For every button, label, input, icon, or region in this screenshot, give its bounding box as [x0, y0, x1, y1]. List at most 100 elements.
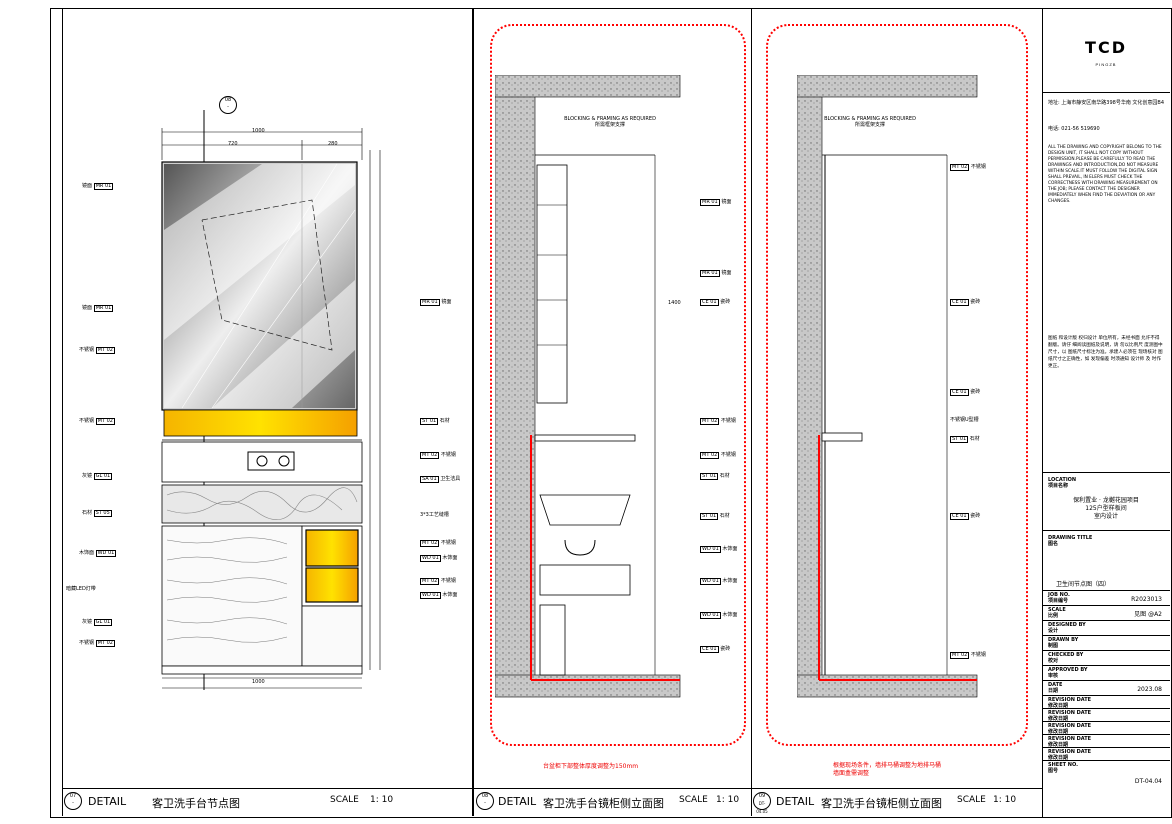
panel-2-dim: 1400: [668, 300, 681, 306]
scale-label: SCALE: [330, 795, 359, 805]
label-left: 不锈钢 MT 02: [79, 418, 115, 425]
panel-1: [62, 8, 474, 816]
scale-label: SCALE: [679, 795, 708, 805]
detail-label: DETAIL: [88, 795, 127, 808]
label-left: 木饰面 WD 01: [79, 550, 117, 557]
label-right: MT 02 不锈钢: [420, 578, 456, 585]
blocking-sub: 所需框架支撑: [854, 122, 885, 128]
dim-total-top: 1000: [252, 128, 265, 134]
logo-area: TCD PINGZB: [1042, 8, 1170, 93]
blocking-note-3: BLOCKING & FRAMING AS REQUIRED 所需框架支撑: [820, 116, 920, 128]
marker-sheet: -: [72, 800, 74, 806]
drawing-title-section: DRAWING TITLE 图名 卫生间节点图（四）: [1042, 530, 1170, 591]
panel-3-redline-cloud: [766, 24, 1028, 746]
label-right: ST 01 石材: [700, 473, 730, 480]
caption-marker[interactable]: 07-: [64, 792, 82, 810]
dim-bottom-total: 1000: [252, 679, 265, 685]
label-right: 不锈钢U型槽: [950, 417, 979, 423]
label-left: 不锈钢 MT 02: [79, 347, 115, 354]
label-right: WD 01 木饰面: [420, 555, 458, 562]
drawing-title: 卫生间节点图（四）: [1056, 581, 1111, 588]
label-right: WD 01 木饰面: [700, 546, 738, 553]
panel-1-drawing: [161, 110, 381, 690]
label-right: MR 01 镜面: [700, 199, 732, 206]
label-right: WD 01 木饰面: [700, 612, 738, 619]
company-logo-sub: PINGZB: [1095, 62, 1117, 67]
panel-2-drawing: [495, 75, 681, 698]
label-left: 石材 ST 05: [82, 510, 112, 517]
label-right: ST 01 石材: [700, 513, 730, 520]
section-marker[interactable]: 08-: [219, 96, 237, 114]
label-right: MT 02 不锈钢: [420, 540, 456, 547]
label-right: 3*3工艺缝槽: [420, 512, 449, 518]
label-left: 灰镜 GL 01: [82, 619, 113, 626]
label-right: WD 01 木饰面: [420, 592, 458, 599]
blocking-title: BLOCKING & FRAMING AS REQUIRED: [824, 116, 916, 122]
label-right: MR 01 镜面: [700, 270, 732, 277]
detail-title: 客卫洗手台节点图: [152, 797, 240, 810]
marker-sheet: -: [484, 800, 486, 806]
drawing-title-label-cn: 图名: [1048, 541, 1059, 547]
panel-2-note: 台盆柜下部整体厚度调整为150mm: [543, 763, 639, 770]
detail-title: 客卫洗手台镜柜侧立面图: [821, 797, 942, 810]
panel-3-note-2: 墙面盒需调整: [833, 770, 870, 777]
caption-bar: [62, 788, 1042, 817]
marker-top-text: 08: [224, 97, 232, 103]
sheet-no: DT-04.04: [1134, 778, 1162, 785]
marker-sheet: DT-04.05: [756, 801, 768, 814]
label-right: MT 02 不锈钢: [700, 418, 736, 425]
label-left: 镜面 MR 01: [82, 305, 114, 312]
sheet-no-label: SHEET NO.: [1048, 762, 1078, 768]
label-right: WD 01 木饰面: [700, 578, 738, 585]
caption-marker[interactable]: 08-: [476, 792, 494, 810]
label-left: 不锈钢 MT 02: [79, 640, 115, 647]
marker-number: 07: [69, 793, 77, 799]
detail-label: DETAIL: [776, 795, 815, 808]
location-label: LOCATION: [1048, 477, 1077, 483]
label-right: MT 02 不锈钢: [950, 652, 986, 659]
copyright-en: ALL THE DRAWING AND COPYRIGHT BELONG TO …: [1048, 145, 1162, 204]
label-right: MT 02 不锈钢: [700, 452, 736, 459]
blocking-note-2: BLOCKING & FRAMING AS REQUIRED 所需框架支撑: [560, 116, 660, 128]
blocking-title: BLOCKING & FRAMING AS REQUIRED: [564, 116, 656, 122]
location-label-cn: 项目名称: [1048, 483, 1069, 489]
drawing-title-label: DRAWING TITLE: [1048, 535, 1093, 541]
panel-2: [472, 8, 752, 816]
address: 地址: 上海市静安区南华路398号华南 文化创意园B4: [1048, 100, 1165, 106]
copyright-cn: 图纸 和设计版 权归设计 单位所有，未经书面 允许不得翻版。请仔 细阅读图纸及说…: [1048, 336, 1163, 369]
label-right: CE 01 瓷砖: [950, 513, 981, 520]
location-section: LOCATION 项目名称 保利置业 · 龙樾花园项目 125户型样板间 室内设…: [1042, 472, 1170, 531]
scale-value: 1: 10: [370, 795, 394, 805]
scale-value: 1: 10: [993, 795, 1017, 805]
label-right: CE 01 瓷砖: [950, 299, 981, 306]
sheet-no-row: SHEET NO. 图号 DT-04.04: [1042, 760, 1170, 787]
label-left: 暗藏LED灯带: [66, 586, 96, 592]
project-name-2: 125户型样板间: [1085, 505, 1127, 512]
label-right: MR 01 镜面: [420, 299, 452, 306]
sheet-no-label-cn: 图号: [1048, 768, 1059, 774]
blocking-sub: 所需框架支撑: [594, 122, 625, 128]
detail-title: 客卫洗手台镜柜侧立面图: [543, 797, 664, 810]
panel-3-note-1: 根据现场条件，墙排马桶调整为地排马桶: [833, 762, 942, 769]
marker-bottom-text: -: [227, 104, 229, 110]
detail-label: DETAIL: [498, 795, 537, 808]
label-right: CE 01 瓷砖: [700, 299, 731, 306]
panel-2-redline-cloud: [490, 24, 746, 746]
dim-top-b: 280: [328, 141, 338, 147]
company-logo: TCD: [1085, 38, 1127, 57]
scale-value: 1: 10: [716, 795, 740, 805]
label-right: ST 01 石材: [950, 436, 980, 443]
